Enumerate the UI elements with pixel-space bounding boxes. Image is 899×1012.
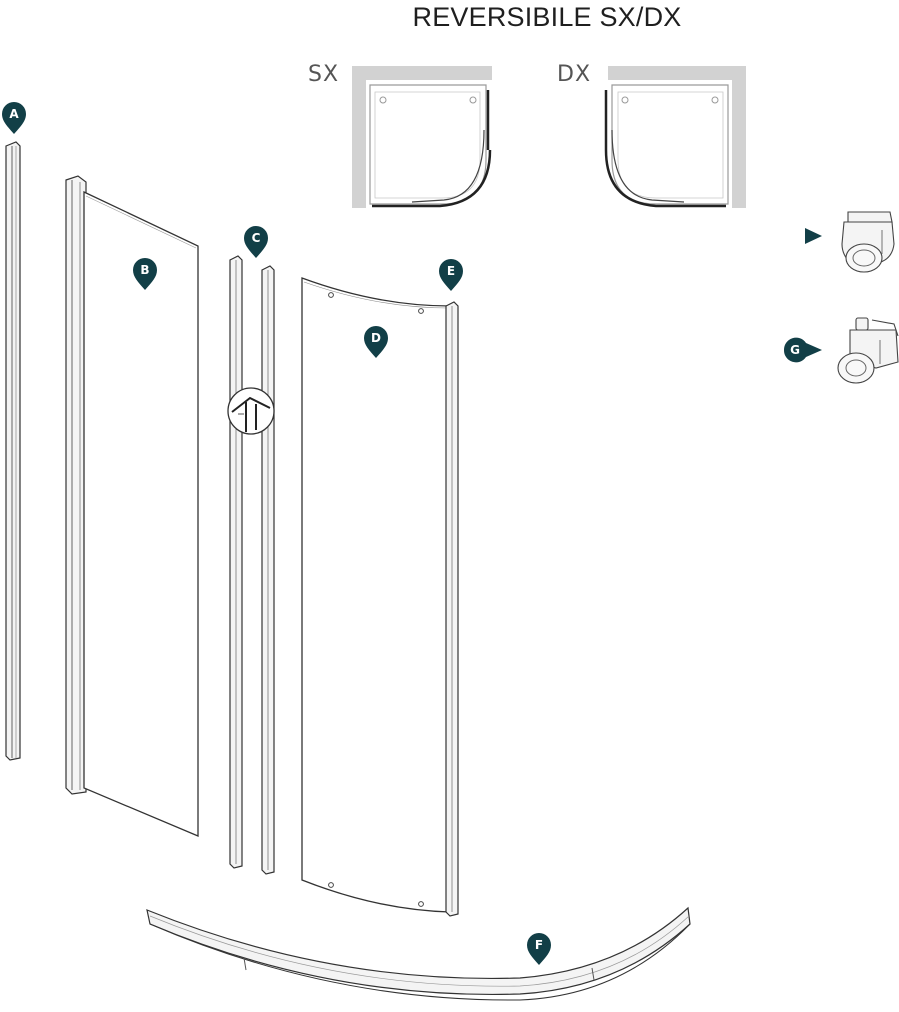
marker-a-letter: A [9,107,19,121]
plan-view-sx [352,66,492,208]
label-sx: SX [308,62,340,87]
marker-b-letter: B [140,263,149,277]
marker-d-letter: D [371,331,381,345]
plan-view-dx [604,66,746,208]
accessory-stopper [841,211,895,273]
marker-e-letter: E [447,264,455,278]
label-dx: DX [557,62,592,87]
arrow-pointer-icon [805,228,822,244]
part-e-door-profile [445,301,459,917]
part-c-profiles [227,255,275,875]
marker-b: B [133,258,157,290]
part-d-curved-door [301,277,451,913]
marker-g-letter: G [790,343,800,357]
part-f-base-track [146,906,691,1001]
marker-d: D [364,326,388,358]
part-g-roller [837,317,899,384]
marker-e: E [439,259,463,291]
part-b-fixed-panel [65,175,199,837]
part-a-wall-profile [5,141,21,761]
marker-f: F [527,933,551,965]
marker-c-letter: C [252,231,261,245]
marker-a: A [2,102,26,134]
marker-g: G [783,337,822,363]
diagram-title: REVERSIBILE SX/DX [412,2,682,32]
marker-c: C [244,226,268,258]
marker-f-letter: F [535,938,543,952]
